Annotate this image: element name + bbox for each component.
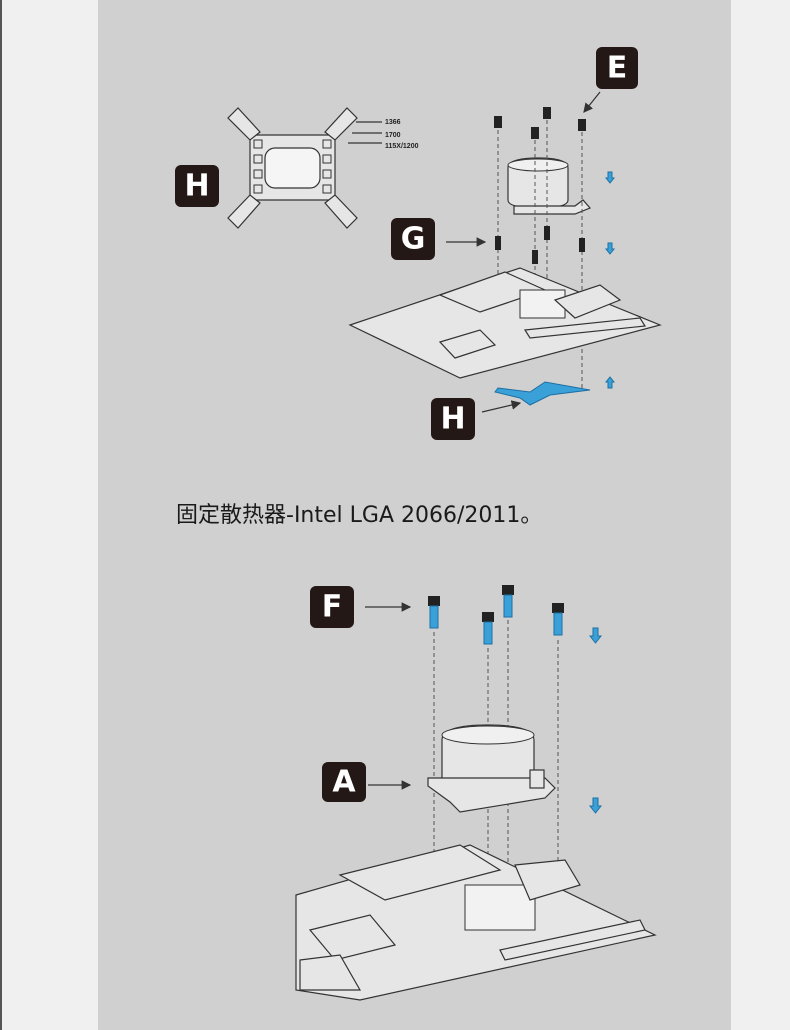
label-a: A bbox=[322, 762, 412, 802]
instruction-caption: 固定散热器-Intel LGA 2066/2011。 bbox=[176, 503, 543, 528]
label-e: E bbox=[583, 47, 638, 113]
svg-text:1700: 1700 bbox=[385, 132, 401, 139]
label-g: G bbox=[391, 218, 487, 260]
direction-arrows-bottom bbox=[588, 627, 603, 814]
svg-text:F: F bbox=[322, 590, 343, 625]
svg-text:115X/1200: 115X/1200 bbox=[385, 143, 419, 150]
svg-text:H: H bbox=[184, 169, 209, 204]
backplate-bracket: 1366 1700 115X/1200 bbox=[227, 107, 419, 229]
label-f: F bbox=[310, 586, 412, 628]
top-pump-head bbox=[507, 157, 592, 215]
blue-screws bbox=[428, 585, 564, 645]
svg-text:G: G bbox=[401, 222, 426, 257]
page-edge bbox=[0, 0, 2, 1030]
bottom-pump-head bbox=[427, 724, 556, 813]
label-h-bottom: H bbox=[431, 398, 522, 440]
top-screws bbox=[494, 107, 586, 139]
svg-text:E: E bbox=[607, 51, 628, 86]
motherboard-bottom bbox=[295, 844, 657, 1001]
svg-text:1366: 1366 bbox=[385, 119, 401, 126]
backplate-blue bbox=[494, 381, 591, 406]
label-h-top: H bbox=[175, 165, 219, 207]
standoffs bbox=[495, 226, 585, 264]
svg-text:A: A bbox=[332, 765, 356, 800]
motherboard-top bbox=[348, 267, 662, 379]
svg-text:H: H bbox=[440, 402, 465, 437]
direction-arrows-top bbox=[604, 171, 616, 389]
